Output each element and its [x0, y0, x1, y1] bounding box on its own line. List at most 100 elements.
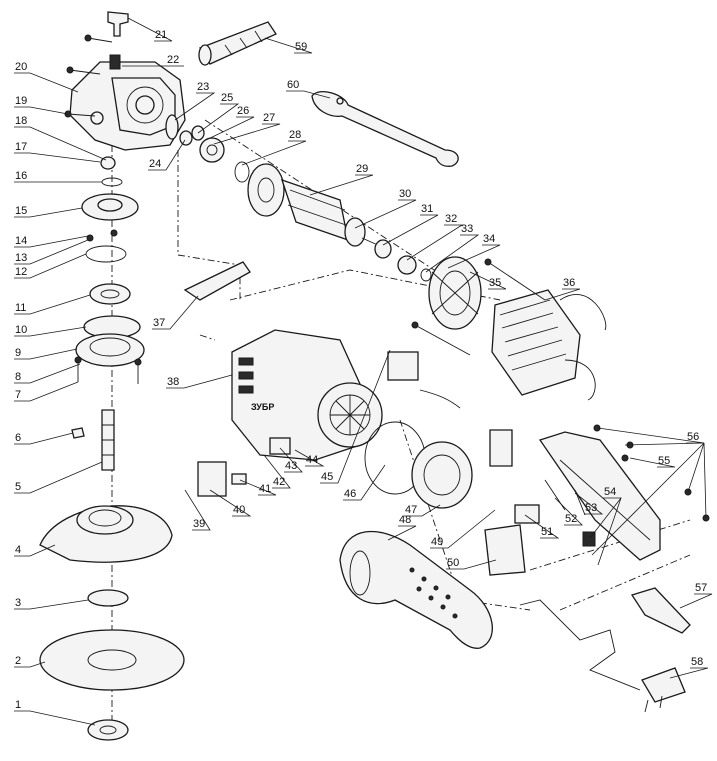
spanner-wrench: [311, 91, 459, 167]
callout-60: 60: [286, 79, 331, 99]
callout-24: 24: [148, 139, 186, 171]
callout-leader: [687, 442, 705, 493]
callout-22: 22: [122, 54, 184, 67]
callout-number: 41: [259, 483, 271, 495]
callout-50: 50: [446, 557, 497, 570]
callout-underline: [264, 37, 313, 54]
callout-30: 30: [354, 188, 417, 229]
callout-31: 31: [382, 203, 439, 246]
rear-bearing-cap: [411, 429, 513, 509]
callout-underline: [14, 126, 107, 161]
callout-labels: 1234567891011121314151617181920212223242…: [14, 17, 713, 726]
assembly-axes: [111, 119, 691, 720]
output-spindle: [71, 409, 115, 471]
callout-number: 37: [153, 317, 165, 329]
callout-number: 43: [285, 460, 297, 472]
callout-number: 39: [193, 518, 205, 530]
callout-number: 3: [15, 597, 21, 609]
callout-13: 13: [14, 239, 89, 265]
callout-35: 35: [469, 271, 507, 290]
callout-number: 50: [447, 557, 459, 569]
callout-48: 48: [387, 514, 417, 541]
callout-28: 28: [241, 129, 307, 166]
callout-51: 51: [524, 514, 560, 539]
callout-underline: [166, 374, 233, 389]
callout-14: 14: [14, 235, 89, 248]
callout-18: 18: [14, 115, 107, 161]
callout-underline: [574, 492, 604, 515]
spindle-stack: [74, 156, 145, 384]
callout-underline: [524, 514, 560, 539]
callout-number: 21: [155, 29, 167, 41]
callout-57: 57: [679, 582, 713, 609]
callout-underline: [320, 349, 391, 484]
callout-number: 5: [15, 481, 21, 493]
handle-screws: [593, 424, 710, 522]
callout-underline: [152, 295, 199, 330]
callout-underline: [14, 253, 87, 279]
callout-15: 15: [14, 205, 83, 218]
stator: [491, 289, 607, 401]
callout-34: 34: [447, 233, 501, 269]
callout-37: 37: [152, 295, 199, 330]
callout-underline: [544, 288, 581, 301]
callout-number: 44: [306, 454, 318, 466]
callout-number: 53: [585, 502, 597, 514]
callout-underline: [404, 504, 441, 517]
callout-number: 34: [483, 233, 495, 245]
callout-underline: [174, 92, 216, 121]
callout-number: 59: [295, 41, 307, 53]
callout-underline: [425, 234, 480, 273]
callout-number: 18: [15, 115, 27, 127]
callout-number: 1: [15, 699, 21, 711]
callout-number: 4: [15, 544, 21, 556]
callout-number: 16: [15, 170, 27, 182]
callout-26: 26: [205, 105, 255, 141]
callout-36: 36: [544, 277, 581, 301]
callout-41: 41: [239, 479, 277, 496]
callout-number: 36: [563, 277, 575, 289]
callout-10: 10: [14, 324, 87, 337]
callout-underline: [241, 140, 307, 166]
callout-underline: [14, 461, 103, 494]
callout-number: 47: [405, 504, 417, 516]
callout-underline: [14, 710, 96, 726]
callout-number: 56: [687, 431, 699, 443]
callout-number: 40: [233, 504, 245, 516]
callout-underline: [354, 199, 417, 229]
callout-underline: [14, 326, 87, 337]
callout-number: 6: [15, 432, 21, 444]
callout-number: 24: [149, 158, 161, 170]
callout-4: 4: [14, 544, 56, 557]
callout-underline: [279, 447, 303, 473]
callout-39: 39: [184, 489, 211, 531]
callout-underline: [343, 464, 386, 501]
callout-27: 27: [213, 112, 281, 145]
callout-underline: [629, 457, 676, 468]
callout-58: 58: [669, 656, 709, 679]
callout-40: 40: [209, 489, 252, 517]
callout-25: 25: [197, 92, 240, 134]
callout-32: 32: [406, 213, 464, 261]
callout-number: 33: [461, 223, 473, 235]
armature: [247, 163, 432, 282]
callout-number: 58: [691, 656, 703, 668]
callout-number: 42: [273, 476, 285, 488]
callout-number: 14: [15, 235, 27, 247]
callout-23: 23: [174, 81, 216, 121]
callout-underline: [14, 661, 46, 668]
callout-20: 20: [14, 61, 79, 93]
callout-21: 21: [127, 17, 173, 42]
callout-leader: [624, 442, 705, 446]
callout-underline: [446, 559, 497, 570]
callout-underline: [239, 479, 277, 496]
callout-underline: [679, 593, 713, 609]
brand-mark: ЗУБР: [251, 402, 274, 412]
rear-handle: [339, 530, 493, 649]
callout-underline: [14, 235, 89, 248]
callout-underline: [14, 544, 56, 557]
callout-19: 19: [14, 95, 69, 115]
callout-underline: [387, 525, 417, 541]
callout-33: 33: [425, 223, 480, 273]
callout-number: 17: [15, 141, 27, 153]
